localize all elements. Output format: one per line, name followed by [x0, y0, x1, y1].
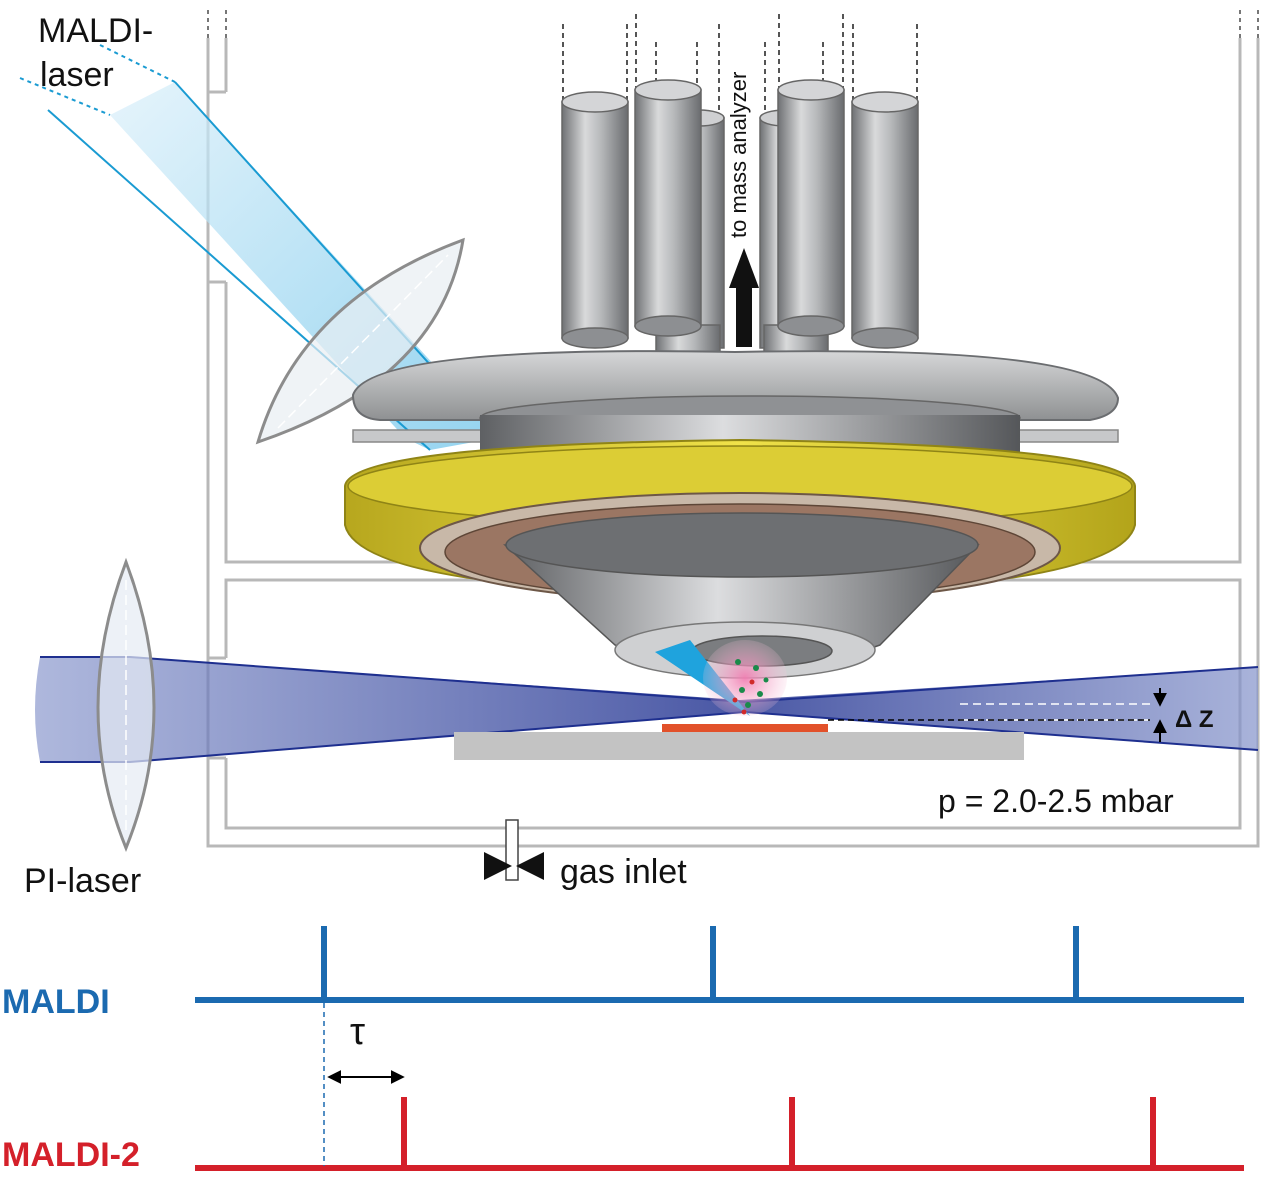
desorption-plume [703, 640, 787, 716]
delta-z-marker [828, 688, 1167, 742]
pi-laser-label: PI-laser [24, 862, 141, 900]
maldi2-pulse-train [195, 1097, 1244, 1171]
maldi2-timing-label: MALDI-2 [2, 1136, 140, 1174]
pressure-label: p = 2.0-2.5 mbar [938, 783, 1174, 819]
sample-stage [454, 732, 1024, 760]
maldi-laser-label-line1: MALDI- [38, 12, 153, 50]
gas-inlet-valve [484, 819, 544, 881]
ion-guide-rods [561, 14, 919, 361]
maldi-timing-label: MALDI [2, 983, 110, 1021]
delta-z-label: Δ Z [1175, 706, 1214, 733]
sample-target [662, 724, 828, 732]
maldi-pulse-train [195, 926, 1244, 1003]
mass-analyzer-arrow [729, 248, 759, 347]
to-mass-analyzer-label: to mass analyzer [726, 72, 751, 238]
pi-laser-beam [35, 656, 1259, 763]
tau-label: τ [350, 1011, 365, 1053]
gas-inlet-label: gas inlet [560, 853, 687, 891]
maldi-laser-label-line2: laser [40, 56, 114, 94]
